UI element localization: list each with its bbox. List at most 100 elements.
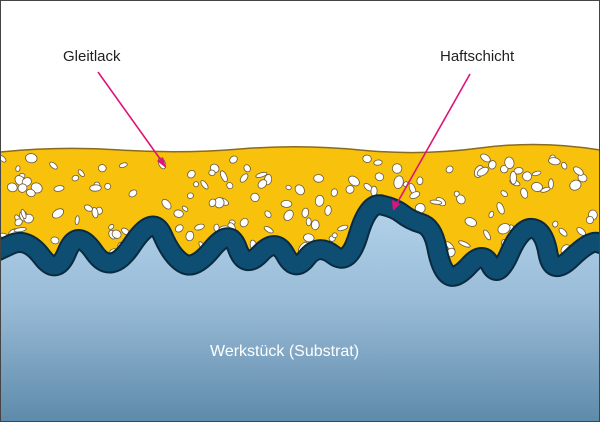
particle bbox=[20, 208, 27, 220]
particle bbox=[243, 164, 251, 173]
particle bbox=[91, 207, 99, 219]
particle bbox=[314, 194, 325, 207]
particle bbox=[161, 198, 172, 210]
particle bbox=[128, 189, 138, 198]
particle bbox=[104, 182, 112, 190]
particle bbox=[504, 156, 515, 169]
particle bbox=[500, 190, 508, 197]
particle bbox=[208, 169, 216, 176]
particle bbox=[391, 163, 403, 174]
particle bbox=[531, 170, 542, 177]
particle bbox=[255, 171, 268, 178]
particle bbox=[552, 220, 559, 228]
particle bbox=[324, 205, 332, 216]
particle bbox=[416, 176, 424, 186]
particle bbox=[185, 230, 195, 242]
particle bbox=[15, 165, 21, 172]
particle bbox=[522, 171, 533, 182]
particle bbox=[250, 192, 260, 202]
particle bbox=[348, 175, 360, 187]
particle bbox=[77, 169, 85, 178]
particle bbox=[483, 229, 491, 241]
particle bbox=[239, 218, 249, 228]
adhesion-arrow-head bbox=[392, 200, 400, 211]
particle bbox=[520, 187, 529, 199]
particle bbox=[181, 205, 189, 212]
particle bbox=[488, 210, 495, 219]
particle bbox=[453, 190, 460, 197]
substrate-label: Werkstück (Substrat) bbox=[210, 343, 360, 360]
particle bbox=[488, 160, 497, 170]
particle bbox=[25, 153, 38, 164]
particle bbox=[257, 179, 268, 189]
particle bbox=[558, 227, 568, 237]
particle bbox=[111, 229, 122, 239]
particle bbox=[330, 188, 338, 197]
particle bbox=[585, 216, 594, 225]
particle bbox=[49, 161, 58, 170]
particle bbox=[303, 233, 315, 243]
particle bbox=[476, 166, 489, 177]
adhesion-layer-label: Haftschicht bbox=[440, 48, 515, 65]
particle bbox=[226, 182, 234, 190]
particle bbox=[263, 226, 274, 234]
particle bbox=[458, 240, 471, 248]
particle bbox=[429, 199, 443, 205]
particle bbox=[531, 182, 543, 192]
particle bbox=[14, 218, 23, 227]
particle bbox=[17, 183, 28, 193]
particle bbox=[220, 170, 228, 183]
particle bbox=[393, 175, 404, 189]
particle bbox=[194, 223, 205, 231]
particle bbox=[51, 208, 65, 219]
coating-arrow bbox=[97, 71, 164, 164]
particle bbox=[239, 173, 249, 183]
particle bbox=[464, 217, 477, 227]
particle bbox=[497, 223, 511, 235]
particle bbox=[337, 224, 349, 232]
particle bbox=[108, 224, 115, 230]
particle bbox=[26, 188, 36, 198]
particle bbox=[229, 155, 238, 164]
particle bbox=[301, 207, 310, 218]
particle bbox=[573, 166, 584, 176]
particle bbox=[445, 165, 454, 174]
particle bbox=[374, 172, 385, 182]
particle bbox=[548, 157, 561, 166]
particle bbox=[71, 174, 80, 182]
particle bbox=[186, 192, 194, 199]
particle bbox=[285, 184, 292, 191]
coating-arrow-head bbox=[157, 157, 166, 168]
particle bbox=[53, 185, 65, 192]
particle bbox=[294, 184, 305, 196]
particle bbox=[548, 178, 554, 190]
particle bbox=[569, 179, 582, 191]
particle bbox=[74, 215, 80, 226]
particle bbox=[89, 184, 102, 192]
particle bbox=[280, 199, 293, 208]
particle bbox=[561, 161, 568, 170]
particle bbox=[283, 209, 294, 221]
particle bbox=[305, 217, 312, 227]
particle bbox=[193, 181, 200, 188]
particle bbox=[331, 232, 338, 239]
particle bbox=[409, 191, 421, 199]
particle bbox=[264, 210, 272, 218]
coating-label: Gleitlack bbox=[63, 48, 121, 65]
particle bbox=[496, 202, 505, 215]
particle bbox=[577, 173, 588, 183]
particle bbox=[480, 153, 491, 163]
particle bbox=[362, 154, 372, 163]
particle bbox=[98, 164, 107, 173]
particle bbox=[118, 162, 128, 169]
particle bbox=[540, 186, 551, 193]
particle bbox=[456, 194, 466, 205]
particle bbox=[13, 227, 27, 233]
particle bbox=[187, 169, 196, 179]
particle bbox=[200, 180, 209, 190]
particle bbox=[50, 236, 60, 245]
particle bbox=[208, 198, 217, 208]
adhesion-arrow bbox=[395, 73, 471, 206]
particle bbox=[313, 174, 324, 183]
particle bbox=[83, 204, 93, 212]
